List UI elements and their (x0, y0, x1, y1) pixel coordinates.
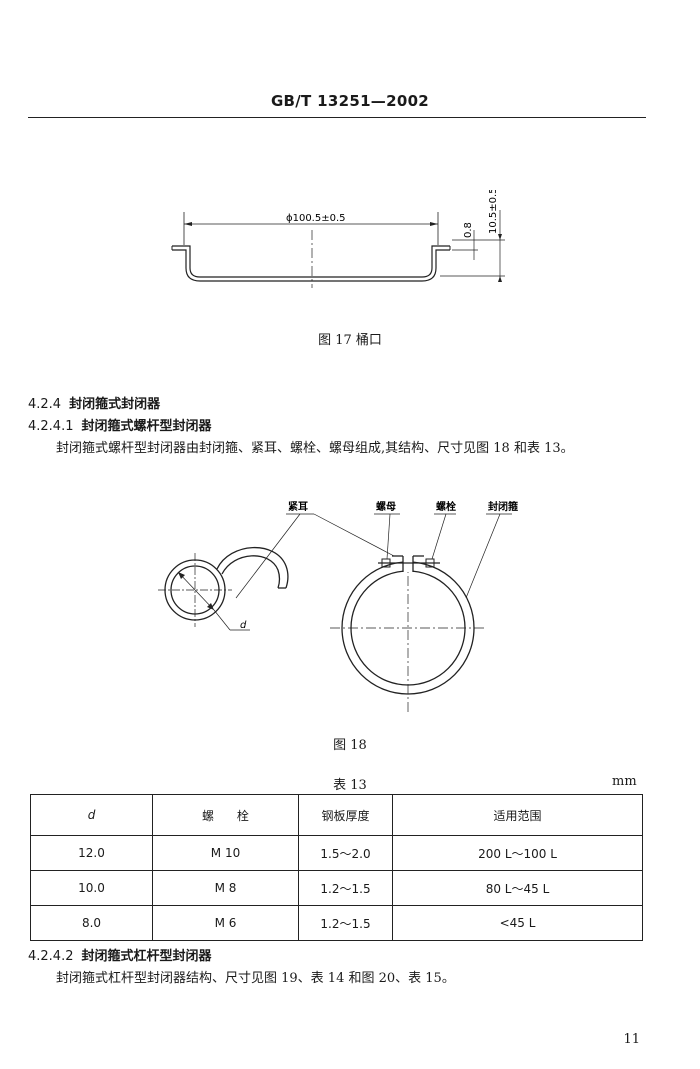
table-13: d 螺 栓 钢板厚度 适用范围 12.0 M 10 1.5～2.0 200 L～… (30, 794, 643, 941)
label-hoop: 封闭箍 (488, 500, 518, 513)
label-nut: 螺母 (376, 500, 396, 513)
leader-hoop (465, 513, 501, 599)
cell-thickness: 1.2～1.5 (298, 870, 393, 906)
cell-bolt: M 8 (152, 870, 299, 906)
figure-18-drawing: d 紧耳 螺母 螺栓 封闭箍 (158, 500, 518, 714)
section-number: 4.2.4.1 (28, 419, 74, 434)
figure-18-caption: 图 18 (333, 738, 367, 753)
bolt-head-icon (425, 558, 435, 568)
cell-d: 8.0 (30, 905, 153, 941)
section-title: 封闭箍式封闭器 (69, 397, 161, 412)
label-bolt: 螺栓 (436, 500, 456, 513)
d-label: d (240, 620, 247, 631)
section-title: 封闭箍式螺杆型封闭器 (81, 419, 212, 434)
ear-hook-inner (221, 555, 281, 589)
bung-outer-profile (172, 245, 450, 278)
section-4-2-4-heading: 4.2.4 封闭箍式封闭器 (28, 393, 160, 412)
header-rule (28, 117, 646, 118)
nut-icon (381, 558, 391, 568)
page-number: 11 (623, 1032, 640, 1047)
thickness-label: 0.8 (463, 222, 474, 238)
section-4-2-4-1-body: 封闭箍式螺杆型封闭器由封闭箍、紧耳、螺栓、螺母组成,其结构、尺寸见图 18 和表… (56, 441, 574, 456)
arrow-right-icon (430, 222, 438, 226)
table-row: 10.0 M 8 1.2～1.5 80 L～45 L (30, 870, 643, 906)
header-d: d (30, 794, 153, 836)
figure-17-drawing: ϕ100.5±0.5 0.8 10.5±0.5 (171, 190, 505, 288)
cell-thickness: 1.5～2.0 (298, 835, 393, 871)
label-ear: 紧耳 (288, 500, 308, 513)
cell-bolt: M 6 (152, 905, 299, 941)
section-4-2-4-2-body: 封闭箍式杠杆型封闭器结构、尺寸见图 19、表 14 和图 20、表 15。 (56, 971, 455, 986)
d-dimension-line (177, 571, 215, 611)
table-header-row: d 螺 栓 钢板厚度 适用范围 (30, 794, 643, 836)
leader-bolt (431, 513, 447, 560)
cell-range: 80 L～45 L (392, 870, 643, 906)
section-4-2-4-1-heading: 4.2.4.1 封闭箍式螺杆型封闭器 (28, 415, 212, 434)
cell-thickness: 1.2～1.5 (298, 905, 393, 941)
table-row: 8.0 M 6 1.2～1.5 <45 L (30, 905, 643, 941)
leader-nut (386, 513, 391, 560)
cell-range: <45 L (392, 905, 643, 941)
section-title: 封闭箍式杠杆型封闭器 (81, 949, 212, 964)
header-bolt: 螺 栓 (152, 794, 299, 836)
table-row: 12.0 M 10 1.5～2.0 200 L～100 L (30, 835, 643, 871)
arrow-down-icon (498, 276, 502, 282)
diameter-label: ϕ100.5±0.5 (286, 213, 346, 224)
table-13-title: 表 13 (333, 778, 367, 793)
cell-d: 12.0 (30, 835, 153, 871)
arrow-left-icon (184, 222, 192, 226)
section-number: 4.2.4 (28, 397, 62, 412)
figure-17-caption: 图 17 桶口 (318, 333, 382, 348)
header-range: 适用范围 (392, 794, 643, 836)
leader-ear-to-hook (235, 513, 301, 599)
leader-ear-to-hoop (313, 513, 395, 557)
table-unit: mm (612, 774, 637, 789)
standard-code: GB/T 13251—2002 (270, 92, 430, 110)
arrow-up-icon (498, 234, 502, 240)
cell-range: 200 L～100 L (392, 835, 643, 871)
header-thickness: 钢板厚度 (298, 794, 393, 836)
ear-hook-outer (216, 546, 289, 589)
section-number: 4.2.4.2 (28, 949, 74, 964)
cell-bolt: M 10 (152, 835, 299, 871)
cell-d: 10.0 (30, 870, 153, 906)
bung-inner-profile (172, 249, 450, 282)
height-label: 10.5±0.5 (488, 190, 499, 234)
section-4-2-4-2-heading: 4.2.4.2 封闭箍式杠杆型封闭器 (28, 945, 212, 964)
